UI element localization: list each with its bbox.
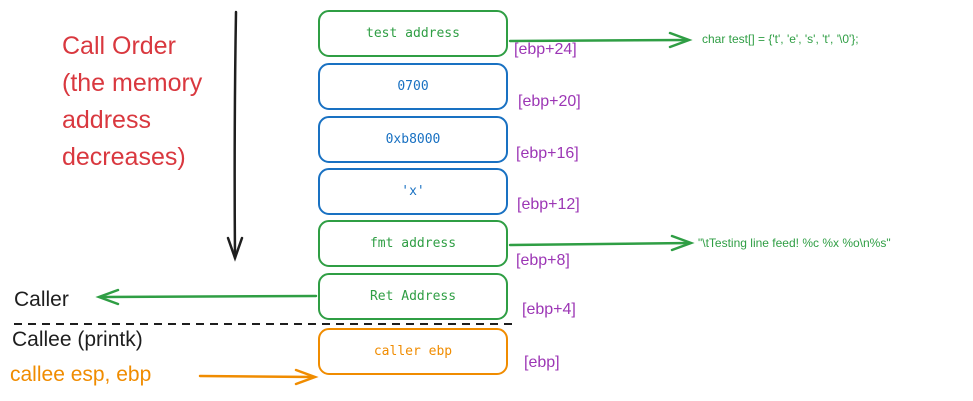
offset-ebp-4: [ebp+4] <box>522 301 576 318</box>
offset-ebp-8: [ebp+8] <box>516 252 570 269</box>
stack-frame-vga-address: 0xb8000 <box>318 116 508 163</box>
stack-frame-test-address: test address <box>318 10 508 57</box>
offset-ebp-24: [ebp+24] <box>514 41 577 58</box>
stack-frame-label: 'x' <box>401 184 425 199</box>
stack-frame-fmt-address: fmt address <box>318 220 508 267</box>
offset-ebp: [ebp] <box>524 354 560 371</box>
stack-frame-char: 'x' <box>318 168 508 215</box>
fmt-string-annotation: "\tTesting line feed! %c %x %o\n%s" <box>698 236 891 250</box>
stack-frame-label: fmt address <box>369 236 457 251</box>
offset-ebp-20: [ebp+20] <box>518 93 581 110</box>
call-order-line-2: (the memory <box>62 69 203 97</box>
call-order-line-1: Call Order <box>62 32 176 60</box>
call-order-label: Call Order (the memory address decreases… <box>62 28 237 176</box>
callee-label: Callee (printk) <box>12 328 143 351</box>
test-array-annotation: char test[] = {'t', 'e', 's', 't', '\0'}… <box>702 32 859 46</box>
stack-frame-ret-address: Ret Address <box>318 273 508 320</box>
offset-ebp-16: [ebp+16] <box>516 145 579 162</box>
call-order-arrow <box>226 10 244 262</box>
caller-label: Caller <box>14 288 69 311</box>
stack-frame-0700: 0700 <box>318 63 508 110</box>
fmt-address-arrow <box>508 234 695 252</box>
stack-frame-label: test address <box>366 26 460 41</box>
call-order-line-3: address <box>62 106 151 134</box>
stack-frame-label: 0xb8000 <box>385 132 441 147</box>
stack-frame-caller-ebp: caller ebp <box>318 328 508 375</box>
callee-registers-label: callee esp, ebp <box>10 363 152 386</box>
stack-frame-label: 0700 <box>397 79 429 94</box>
stack-frame-label: caller ebp <box>373 344 453 359</box>
callee-esp-arrow <box>198 368 319 386</box>
call-order-line-4: decreases) <box>62 143 186 171</box>
stack-frame-label: Ret Address <box>369 289 457 304</box>
test-address-arrow <box>508 31 693 49</box>
offset-ebp-12: [ebp+12] <box>517 196 580 213</box>
ret-address-arrow <box>95 288 318 306</box>
